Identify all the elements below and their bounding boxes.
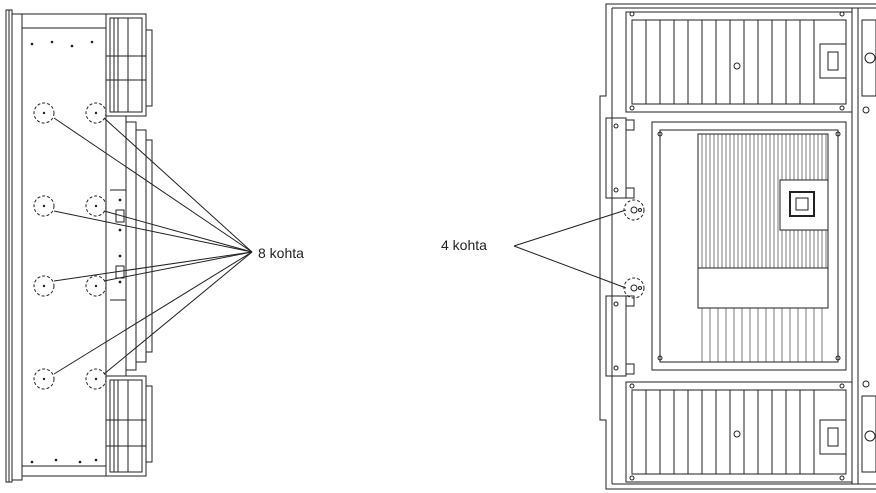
- mounting-points-label: 8 kohta: [258, 245, 304, 261]
- vesa-points-label: 4 kohta: [441, 237, 487, 253]
- vesa-point-markers: [623, 199, 645, 299]
- mounting-point-markers: [33, 102, 107, 390]
- back-view: [513, 3, 876, 490]
- side-view: [5, 9, 253, 483]
- right-leader-lines: [513, 209, 627, 289]
- left-leader-lines: [53, 117, 253, 375]
